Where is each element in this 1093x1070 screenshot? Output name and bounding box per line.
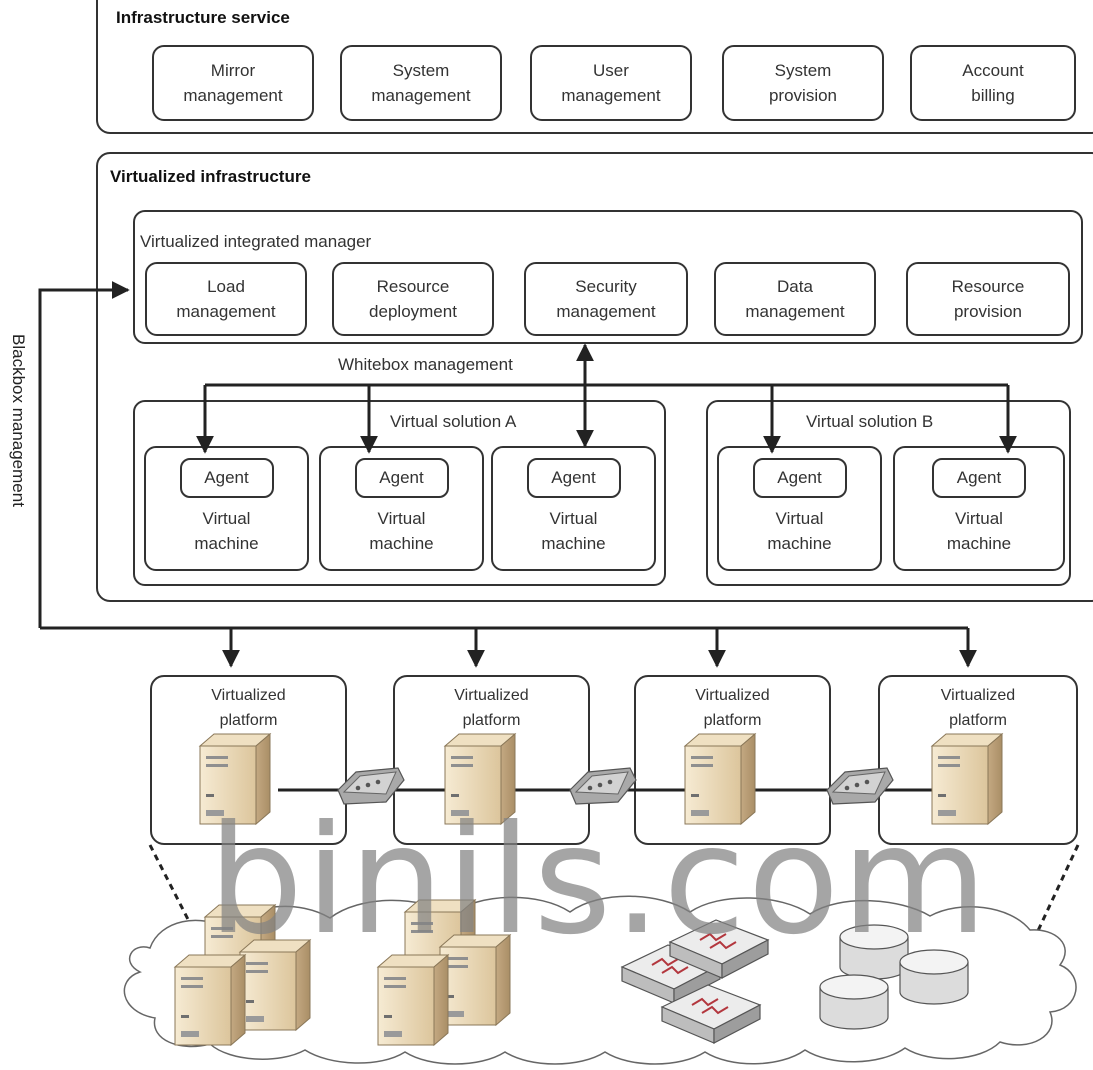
server-cluster-icon (174, 954, 246, 1046)
virtualized-infrastructure-panel (96, 152, 1093, 602)
virtual-machine-label: Virtual machine (541, 509, 606, 553)
dashed-connector (148, 844, 1080, 936)
platform-label: Virtualized platform (454, 687, 529, 729)
integrated-manager-panel (133, 210, 1083, 344)
virtual-machine-a1: Agent Virtual machine (144, 446, 309, 571)
platform-label: Virtualized platform (940, 687, 1016, 729)
infrastructure-service-panel (96, 0, 1093, 134)
virtual-solution-a-panel (133, 400, 666, 586)
user-management-box: User management (530, 45, 692, 121)
virtual-machine-a2: Agent Virtual machine (319, 446, 484, 571)
mirror-management-box: Mirror management (152, 45, 314, 121)
virtual-solution-b-panel (706, 400, 1071, 586)
infrastructure-service-title: Infrastructure service (116, 8, 290, 27)
virtual-machine-b1: Agent Virtual machine (717, 446, 882, 571)
virtual-machine-label: Virtual machine (369, 509, 434, 553)
resource-provision-box: Resource provision (906, 262, 1070, 336)
agent-box: Agent (932, 458, 1026, 498)
virtualized-platform-2: Virtualized platform (393, 675, 590, 845)
whitebox-connector (196, 343, 1017, 454)
blackbox-connector (38, 281, 977, 668)
system-provision-box: System provision (722, 45, 884, 121)
load-management-box: Load management (145, 262, 307, 336)
virtual-machine-label: Virtual machine (767, 509, 832, 553)
account-billing-box: Account billing (910, 45, 1076, 121)
integrated-manager-title: Virtualized integrated manager (140, 232, 372, 251)
server-cluster-icon (377, 954, 449, 1046)
platform-label: Virtualized platform (695, 687, 770, 729)
agent-box: Agent (354, 458, 449, 498)
resource-deployment-box: Resource deployment (332, 262, 494, 336)
agent-box: Agent (526, 458, 621, 498)
storage-disk-icon (819, 974, 889, 1030)
virtual-machine-b2: Agent Virtual machine (893, 446, 1065, 571)
virtual-machine-label: Virtual machine (946, 509, 1012, 553)
agent-box: Agent (752, 458, 847, 498)
security-management-box: Security management (524, 262, 688, 336)
virtual-machine-label: Virtual machine (194, 509, 259, 553)
system-management-box: System management (340, 45, 502, 121)
virtual-solution-b-title: Virtual solution B (806, 412, 934, 431)
agent-box: Agent (179, 458, 274, 498)
virtual-machine-a3: Agent Virtual machine (491, 446, 656, 571)
whitebox-management-label: Whitebox management (338, 355, 513, 374)
virtualized-infrastructure-title: Virtualized infrastructure (110, 167, 311, 186)
blackbox-management-label: Blackbox management (9, 334, 28, 507)
watermark-text: binils.com (208, 794, 990, 968)
data-management-box: Data management (714, 262, 876, 336)
platform-label: Virtualized platform (211, 687, 286, 729)
virtual-solution-a-title: Virtual solution A (390, 412, 517, 431)
